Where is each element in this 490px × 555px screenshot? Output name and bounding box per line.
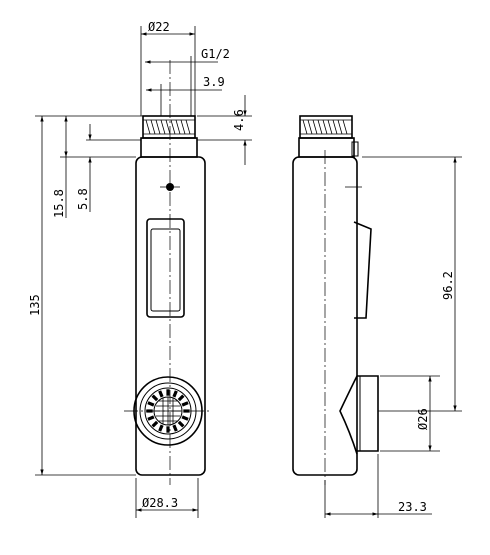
nozzle-slot (181, 415, 189, 421)
nozzle-slot (147, 401, 155, 407)
dim-hole-offset: 5.8 (76, 188, 90, 210)
dim-thread-size: G1/2 (201, 47, 230, 61)
nozzle-slot (177, 394, 185, 402)
front-thread (142, 115, 196, 139)
side-thread (299, 115, 353, 139)
dim-lever-to-face: 96.2 (441, 271, 455, 300)
nozzle-slot (151, 394, 159, 402)
front-neck (140, 137, 198, 158)
dim-thread-diameter: Ø22 (148, 20, 170, 34)
dimension-lines (35, 26, 462, 518)
spray-face (124, 376, 212, 446)
side-spray-head (339, 375, 379, 455)
nozzle-slot (158, 424, 164, 432)
dim-spray-face-diameter: Ø26 (416, 408, 430, 430)
side-lever (353, 221, 372, 319)
nozzle-slot (166, 426, 170, 433)
nozzle-slot (166, 389, 170, 396)
nozzle-slot (172, 390, 178, 398)
side-view (292, 115, 379, 485)
dim-thread-height: 4.6 (232, 109, 246, 131)
front-view (124, 60, 212, 485)
nozzle-slot (151, 420, 159, 428)
nozzle-slot (147, 415, 155, 421)
front-button (146, 218, 185, 318)
dim-spray-face-offset: 23.3 (398, 500, 427, 514)
dim-button-offset: 15.8 (52, 189, 66, 218)
dim-thread-step: 3.9 (203, 75, 225, 89)
dim-body-diameter: Ø28.3 (142, 496, 178, 510)
nozzle-slot (177, 420, 185, 428)
nozzle-slot (172, 424, 178, 432)
front-body (135, 156, 206, 476)
dim-overall-length: 135 (28, 294, 42, 316)
nozzle-slot (158, 390, 164, 398)
nozzle-slot (181, 401, 189, 407)
